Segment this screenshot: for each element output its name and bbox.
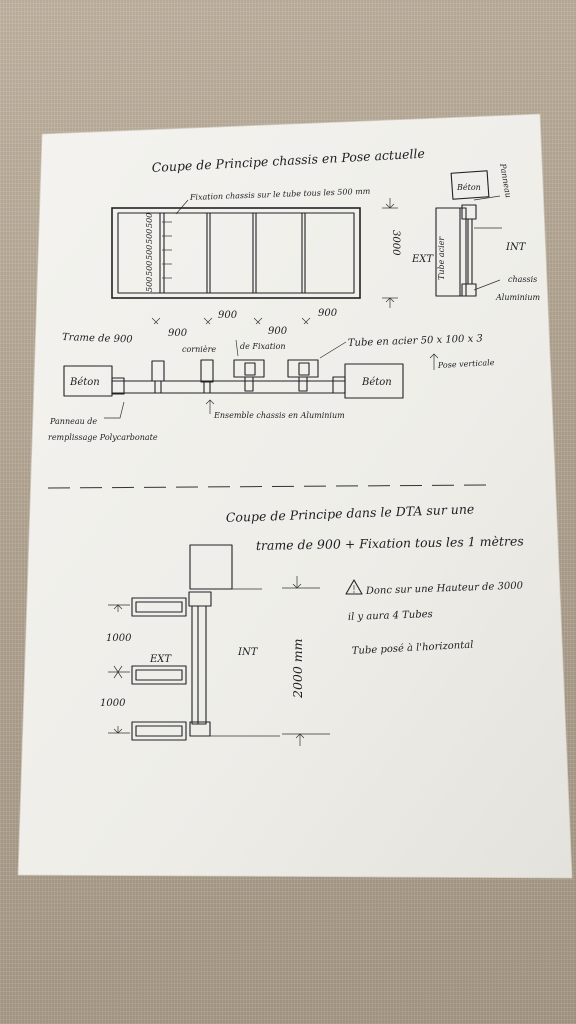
warning-icon [345,579,363,595]
separator-line [47,484,489,489]
elevation-frame [111,207,361,299]
horizontal-tube [131,721,187,741]
dim-1000-upper: 1000 [106,633,132,644]
dta-int-label: INT [237,647,259,658]
dta-left-dims [108,604,130,734]
tube-label: Tube en acier 50 x 100 x 3 [348,333,483,349]
dim-1000-lower: 1000 [100,698,126,709]
section-chassis-label-2: Aluminium [495,293,540,302]
spacing-label: 900 [318,308,338,319]
dta-beton-block [189,544,233,590]
note-line2: il y aura 4 Tubes [348,609,433,623]
ensemble-arrow [205,399,215,414]
label-500: 500 [145,245,154,260]
section-tube-label: Tube acier [437,236,446,280]
panneau-label-1: Panneau de [49,417,97,426]
horizontal-tube [131,665,187,685]
beton-right-label: Béton [361,377,392,388]
label-500: 500 [145,213,154,228]
panneau-pointer [104,401,125,419]
panneau-label-2: remplissage Polycarbonate [48,433,158,442]
plan-view [63,359,404,399]
section-chassis-label-1: chassis [508,275,537,284]
dta-height-dimension [282,576,330,746]
vertical-500-labels: 500 500 500 500 500 [145,213,154,292]
height-dimension: 3000 [382,198,401,308]
spacing-label: 900 [218,310,238,321]
beton-left-label: Béton [69,377,100,388]
corniere-label: cornière [182,345,216,354]
fixation-arrow [175,199,189,215]
spacing-label: 900 [268,326,288,337]
horizontal-tube [131,597,187,617]
fixation-pointer [235,339,239,357]
spacing-dimensions: 900 900 900 900 [151,308,338,339]
tube-pointer [319,341,347,359]
label-500: 500 [145,277,154,292]
pose-label: Pose verticale [437,358,495,370]
dta-ext-label: EXT [149,654,172,665]
pose-arrow [429,353,439,370]
label-500: 500 [145,229,154,244]
ensemble-label: Ensemble chassis en Aluminium [213,411,345,420]
dta-height-label: 2000 mm [290,639,305,700]
section-beton-label: Béton [456,183,481,192]
label-500: 500 [145,261,154,276]
fixation-label: de Fixation [240,342,286,351]
section-int-label: INT [505,242,527,253]
height-dim-label: 3000 [390,230,401,256]
section-ext-label: EXT [411,254,434,265]
sketch2-title-line2: trame de 900 + Fixation tous les 1 mètre… [256,533,524,553]
paper-background [17,113,573,879]
dta-section-view [131,544,280,741]
trame-label: Trame de 900 [62,332,134,345]
section-beton-block [450,170,490,200]
section-detail [435,170,502,297]
spacing-label: 900 [168,328,188,339]
